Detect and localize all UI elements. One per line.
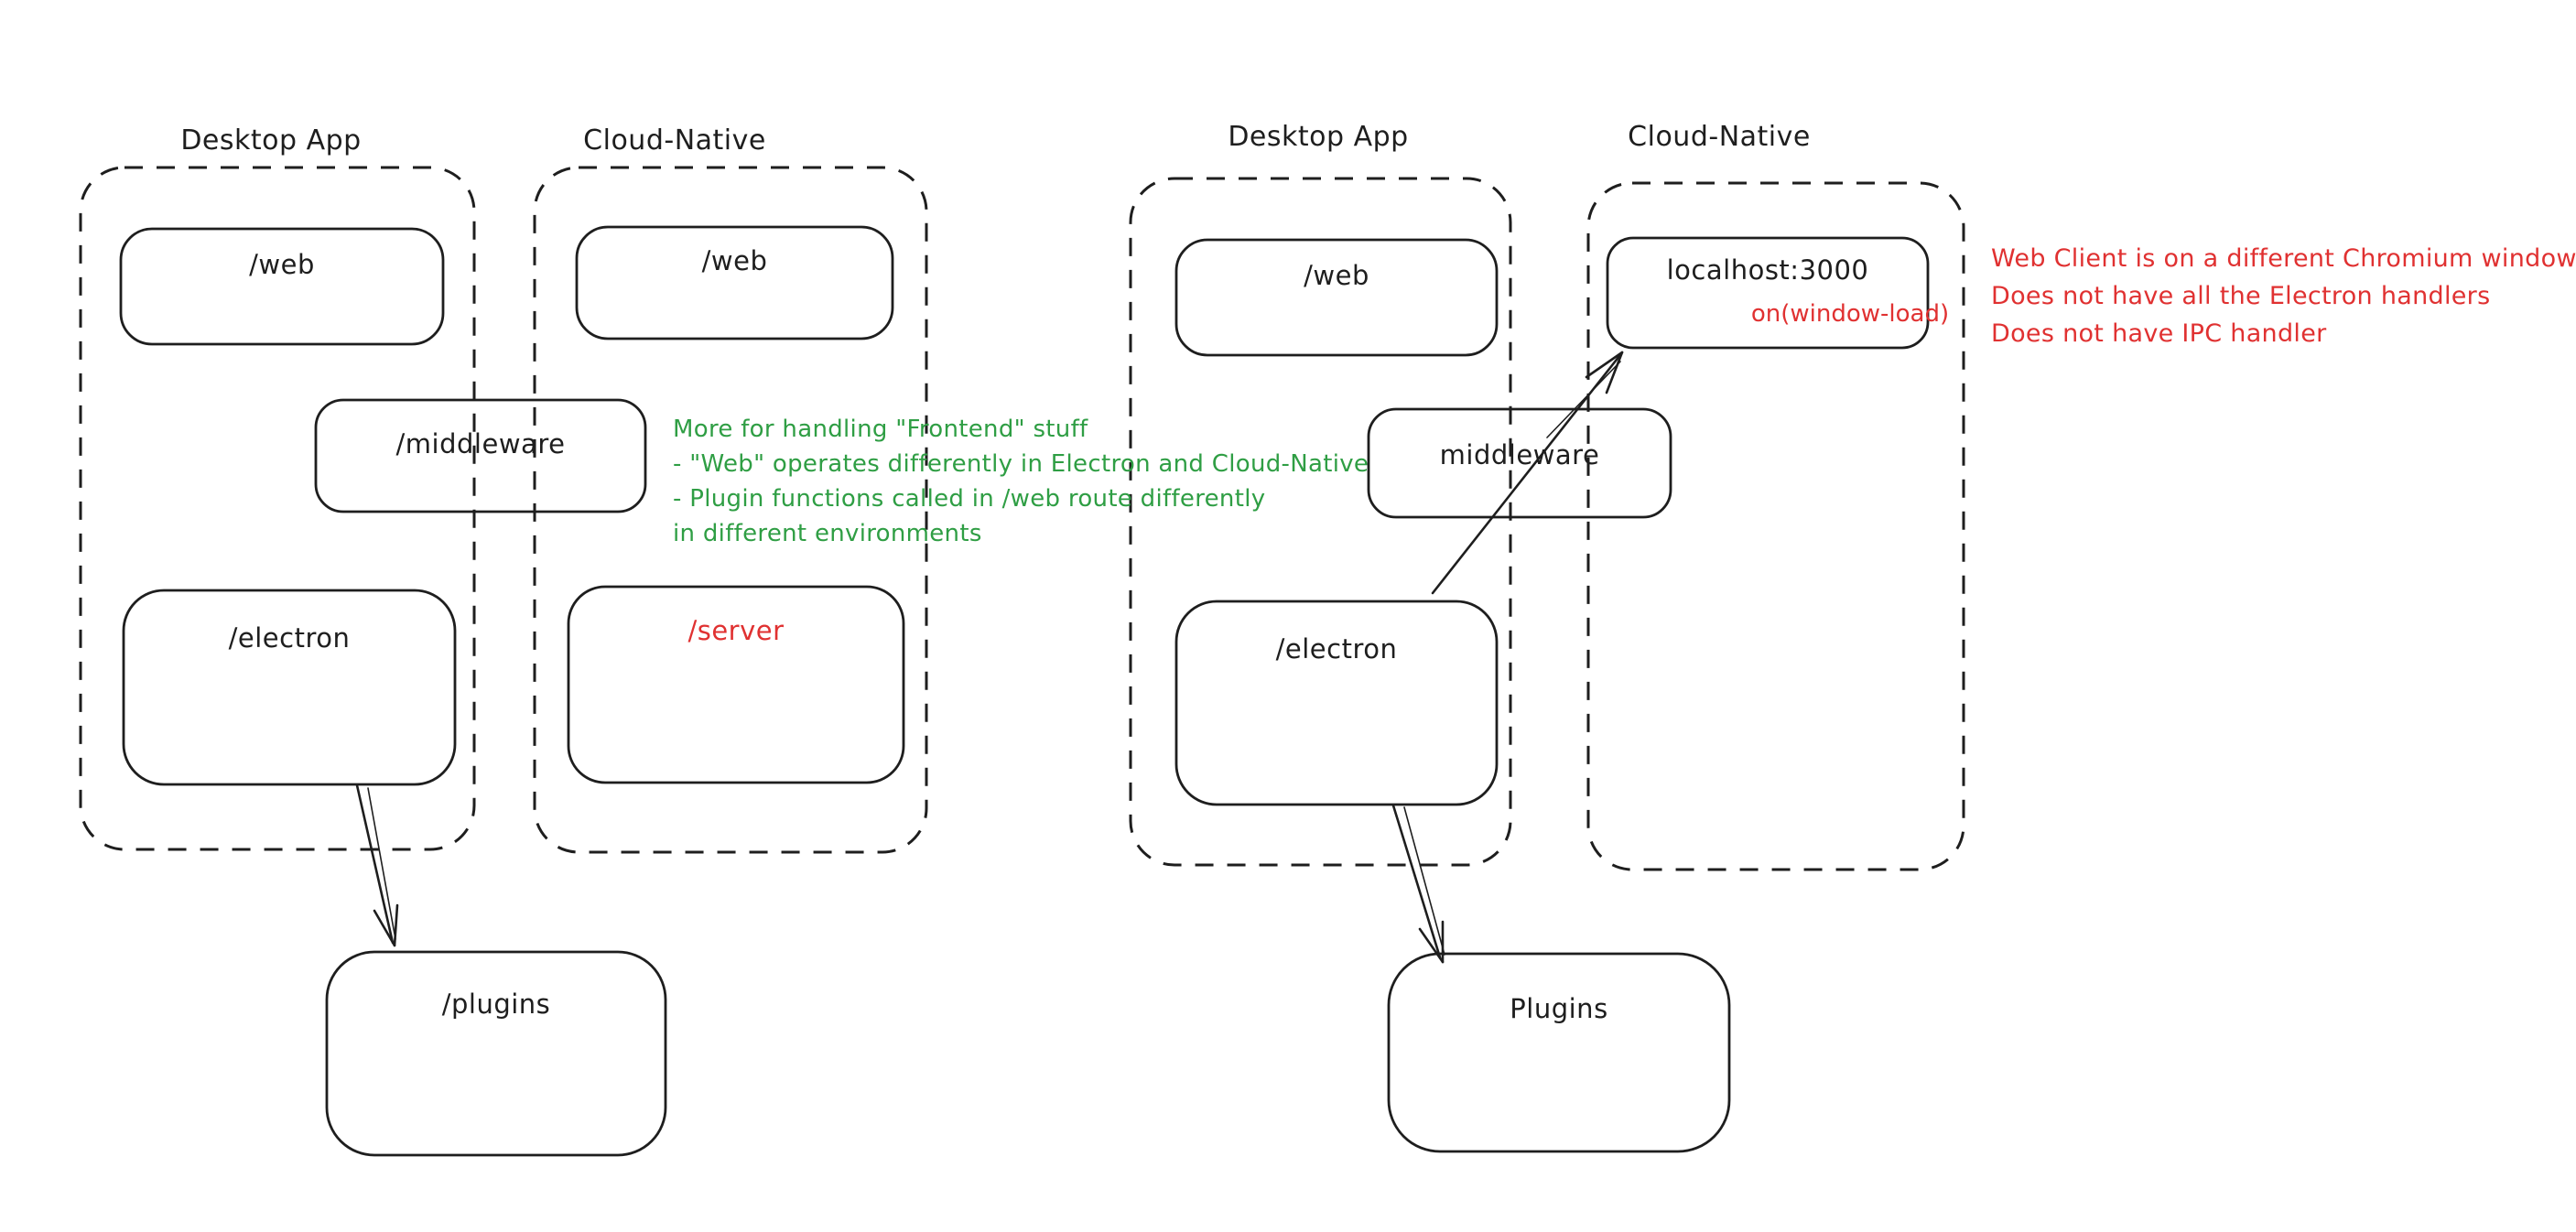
right-plugins-label: Plugins: [1510, 993, 1608, 1024]
web-box-left-desktop: [119, 227, 445, 346]
annotation-line: - Plugin functions called in /web route …: [673, 485, 1266, 513]
left-middleware-label: /middleware: [395, 428, 566, 459]
left-cloud-native-title: Cloud-Native: [583, 124, 766, 157]
middleware-box-left: [314, 398, 647, 513]
annotation-line: Does not have all the Electron handlers: [1991, 282, 2491, 310]
desktop-app-container-left: [79, 166, 476, 851]
right-middleware-label: middleware: [1439, 439, 1600, 470]
server-box-left: [567, 585, 905, 784]
left-green-annotation: More for handling "Frontend" stuff - "We…: [673, 412, 1369, 551]
plugins-box-right: [1387, 952, 1731, 1153]
left-cloud-web-label: /web: [701, 245, 768, 276]
right-web-label: /web: [1304, 260, 1369, 291]
localhost-title-label: localhost:3000: [1666, 254, 1869, 286]
left-desktop-app-title: Desktop App: [180, 124, 362, 157]
plugins-box-left: [325, 950, 667, 1157]
left-electron-label: /electron: [228, 622, 351, 654]
left-plugins-label: /plugins: [441, 989, 551, 1020]
web-box-right: [1174, 238, 1499, 357]
electron-box-right: [1174, 600, 1499, 806]
arrow-electron-to-localhost: [1431, 351, 1624, 595]
right-electron-label: /electron: [1275, 633, 1398, 665]
annotation-line: Web Client is on a different Chromium wi…: [1991, 244, 2576, 273]
cloud-native-container-left: [533, 166, 928, 854]
arrow-electron-to-plugins-right: [1391, 804, 1445, 964]
annotation-line: - "Web" operates differently in Electron…: [673, 450, 1369, 478]
localhost-event-label: on(window-load): [1750, 300, 1950, 328]
left-server-label: /server: [687, 615, 785, 646]
right-red-annotation: Web Client is on a different Chromium wi…: [1991, 240, 2576, 352]
localhost-box: [1606, 236, 1930, 350]
right-cloud-native-title: Cloud-Native: [1628, 121, 1811, 153]
annotation-line: Does not have IPC handler: [1991, 319, 2327, 348]
annotation-line: More for handling "Frontend" stuff: [673, 416, 1088, 443]
right-desktop-app-title: Desktop App: [1228, 121, 1409, 153]
left-desktop-web-label: /web: [249, 249, 315, 280]
arrow-electron-to-plugins-left: [355, 784, 399, 947]
electron-box-left: [122, 589, 457, 786]
cloud-native-container-right: [1586, 181, 1965, 871]
web-box-left-cloud: [575, 225, 894, 340]
annotation-line: in different environments: [673, 520, 982, 547]
middleware-box-right: [1367, 407, 1672, 519]
desktop-app-container-right: [1129, 177, 1512, 867]
